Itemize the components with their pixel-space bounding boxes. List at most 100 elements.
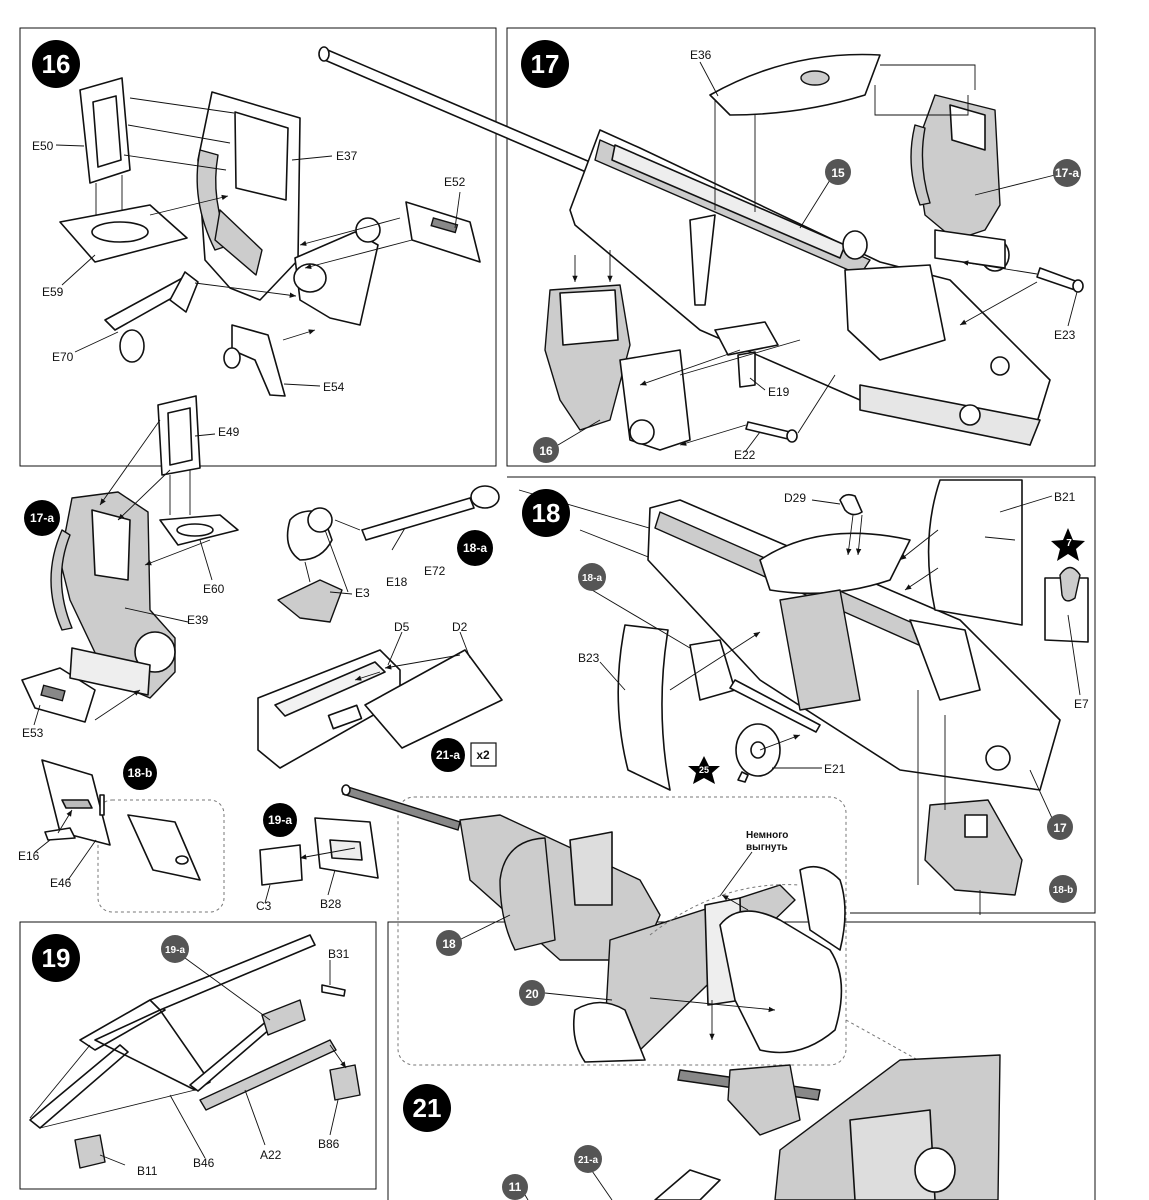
step-17-badge bbox=[521, 40, 569, 88]
step-16-number: 16 bbox=[42, 49, 71, 79]
substep-17a-drawing bbox=[21, 395, 239, 726]
ref-15-text: 15 bbox=[831, 166, 845, 180]
label-E36: E36 bbox=[690, 48, 712, 62]
ref-20-text: 20 bbox=[525, 987, 539, 1001]
ref-17-badge bbox=[1047, 814, 1073, 840]
label-B23: B23 bbox=[578, 651, 600, 665]
label-A22: A22 bbox=[260, 1148, 282, 1162]
ref-11-text: 11 bbox=[509, 1180, 522, 1194]
label-E46: E46 bbox=[50, 876, 72, 890]
step-16-drawing bbox=[55, 46, 591, 397]
step-20-drawing bbox=[341, 784, 846, 1063]
substep-18b-drawing bbox=[34, 759, 201, 881]
note-bend-slightly-line2: выгнуть bbox=[746, 842, 788, 853]
panel-step-19 bbox=[19, 921, 377, 1190]
panel-step-17 bbox=[506, 27, 1096, 467]
label-E39: E39 bbox=[187, 613, 209, 627]
label-E23: E23 bbox=[1054, 328, 1076, 342]
label-E70: E70 bbox=[52, 350, 74, 364]
ref-19a-badge bbox=[263, 803, 297, 837]
detail-18b-frame bbox=[97, 799, 225, 913]
ref-18a-text: 18-a bbox=[463, 541, 487, 555]
ref-18-text: 18 bbox=[442, 937, 456, 951]
ref-25-text: 25 bbox=[699, 765, 709, 775]
label-B21: B21 bbox=[1054, 490, 1076, 504]
step-21-badge bbox=[403, 1084, 451, 1132]
label-E22: E22 bbox=[734, 448, 756, 462]
label-E16: E16 bbox=[18, 849, 40, 863]
note-bend-slightly-line1: Немного bbox=[746, 830, 788, 841]
ref-18a-b-badge bbox=[578, 563, 606, 591]
label-E54: E54 bbox=[323, 380, 345, 394]
multiplier-text: x2 bbox=[476, 748, 490, 762]
ref-20-badge bbox=[519, 980, 545, 1006]
substep-18a-drawing bbox=[277, 485, 500, 623]
label-D5: D5 bbox=[394, 620, 410, 634]
label-D2: D2 bbox=[452, 620, 468, 634]
ref-18a-badge bbox=[457, 530, 493, 566]
ref-25-star bbox=[688, 756, 720, 784]
step-19-number: 19 bbox=[42, 943, 71, 973]
ref-17a-left-text: 17-a bbox=[30, 511, 54, 525]
ref-7-star bbox=[1051, 528, 1085, 561]
ref-18b-b-badge bbox=[1049, 875, 1077, 903]
ref-21a-b-badge bbox=[574, 1145, 602, 1173]
ref-16-badge bbox=[533, 437, 559, 463]
ref-15-badge bbox=[825, 159, 851, 185]
label-B86: B86 bbox=[318, 1137, 340, 1151]
label-E21: E21 bbox=[824, 762, 846, 776]
panel-step-18 bbox=[507, 476, 1096, 914]
label-E50: E50 bbox=[32, 139, 54, 153]
ref-21a-text: 21-a bbox=[436, 748, 460, 762]
step-19-drawing bbox=[29, 934, 361, 1169]
label-E72: E72 bbox=[424, 564, 446, 578]
label-E52: E52 bbox=[444, 175, 466, 189]
label-B31: B31 bbox=[328, 947, 350, 961]
label-B28: B28 bbox=[320, 897, 342, 911]
step-17-drawing bbox=[544, 53, 1084, 453]
step-18-badge bbox=[522, 489, 570, 537]
ref-19a-b-text: 19-a bbox=[165, 945, 185, 956]
substep-21a-drawing bbox=[257, 631, 503, 769]
ref-11-badge bbox=[502, 1174, 528, 1200]
step-21-number: 21 bbox=[413, 1093, 442, 1123]
step-18-drawing bbox=[518, 479, 1089, 915]
label-E3: E3 bbox=[355, 586, 370, 600]
panel-step-16 bbox=[19, 27, 497, 467]
detail-step-20-frame bbox=[397, 796, 847, 1066]
step-21-drawing bbox=[521, 1054, 1001, 1200]
label-E59: E59 bbox=[42, 285, 64, 299]
label-E60: E60 bbox=[203, 582, 225, 596]
step-18-number: 18 bbox=[532, 498, 561, 528]
ref-18b-b-text: 18-b bbox=[1053, 885, 1074, 896]
substep-19a-drawing bbox=[259, 817, 379, 904]
label-B46: B46 bbox=[193, 1156, 215, 1170]
ref-18a-b-text: 18-a bbox=[582, 573, 602, 584]
ref-7-text: 7 bbox=[1066, 538, 1072, 549]
label-E49: E49 bbox=[218, 425, 240, 439]
label-E53: E53 bbox=[22, 726, 44, 740]
label-E19: E19 bbox=[768, 385, 790, 399]
multiplier-box bbox=[470, 742, 497, 767]
label-D29: D29 bbox=[784, 491, 806, 505]
ref-21a-badge bbox=[431, 738, 465, 772]
ref-18b-text: 18-b bbox=[128, 766, 153, 780]
ref-17-text: 17 bbox=[1053, 821, 1067, 835]
step-19-badge bbox=[32, 934, 80, 982]
ref-21a-b-text: 21-a bbox=[578, 1155, 598, 1166]
label-C3: C3 bbox=[256, 899, 272, 913]
label-E7: E7 bbox=[1074, 697, 1089, 711]
label-E37: E37 bbox=[336, 149, 358, 163]
step-17-number: 17 bbox=[531, 49, 560, 79]
step-16-badge bbox=[32, 40, 80, 88]
ref-19a-text: 19-a bbox=[268, 813, 292, 827]
ref-17a-left-badge bbox=[24, 500, 60, 536]
ref-16-text: 16 bbox=[539, 444, 553, 458]
ref-18-badge bbox=[436, 930, 462, 956]
ref-19a-b-badge bbox=[161, 935, 189, 963]
label-E18: E18 bbox=[386, 575, 408, 589]
label-B11: B11 bbox=[137, 1164, 158, 1178]
ref-17a-badge bbox=[1053, 159, 1081, 187]
ref-17a-text: 17-a bbox=[1055, 166, 1079, 180]
